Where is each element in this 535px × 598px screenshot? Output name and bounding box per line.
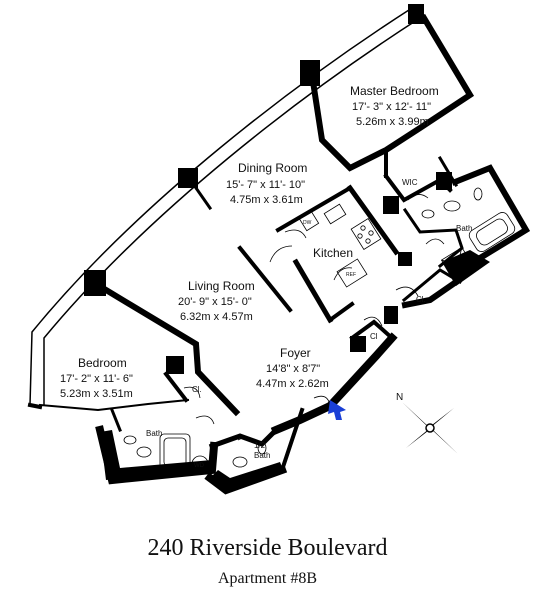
fixture-labels: WIC Bath Cl. Cl Cl. Bath 1/2 Bath WD DW … [146, 178, 472, 469]
dining-room-imperial: 15'- 7" x 11'- 10" [226, 179, 305, 191]
compass-rose: N [396, 392, 458, 454]
foyer-name: Foyer [280, 346, 311, 360]
fixtures [123, 187, 516, 473]
half-bath-label-1: 1/2 [254, 441, 266, 450]
bedroom-name: Bedroom [78, 356, 127, 370]
bedroom-closet-label: Cl. [192, 385, 202, 394]
foyer-imperial: 14'8" x 8'7" [266, 363, 320, 375]
closet-label-2: Cl [370, 332, 378, 341]
living-room-name: Living Room [188, 279, 255, 293]
door-swings [183, 194, 445, 445]
entry-arrow [328, 400, 346, 420]
dining-room-metric: 4.75m x 3.61m [230, 194, 303, 206]
dw-label: DW [303, 220, 312, 226]
building-address: 240 Riverside Boulevard [147, 535, 388, 561]
living-room-imperial: 20'- 9" x 15'- 0" [178, 296, 252, 308]
wall-fills [100, 250, 490, 492]
master-bedroom-imperial: 17'- 3" x 12'- 11" [352, 101, 431, 113]
wic-label: WIC [402, 178, 418, 187]
living-room-metric: 6.32m x 4.57m [180, 311, 253, 323]
ref-label: REF [346, 272, 356, 278]
bedroom-bath-label: Bath [146, 429, 162, 438]
master-bedroom-metric: 5.26m x 3.99m [356, 116, 429, 128]
bedroom-metric: 5.23m x 3.51m [60, 388, 133, 400]
master-bath-label: Bath [456, 224, 472, 233]
compass-n-label: N [396, 392, 403, 403]
dining-room-name: Dining Room [238, 161, 307, 175]
closet-label-1: Cl. [416, 295, 426, 304]
foyer-metric: 4.47m x 2.62m [256, 378, 329, 390]
kitchen-name: Kitchen [313, 246, 353, 260]
bedroom-imperial: 17'- 2" x 11'- 6" [60, 373, 133, 385]
window-wall [29, 7, 421, 406]
apartment-number: Apartment #8B [217, 570, 318, 587]
wd-label: WD [194, 463, 205, 469]
half-bath-label-2: Bath [254, 451, 270, 460]
room-labels: Master Bedroom 17'- 3" x 12'- 11" 5.26m … [60, 84, 439, 400]
master-bedroom-name: Master Bedroom [350, 84, 439, 98]
